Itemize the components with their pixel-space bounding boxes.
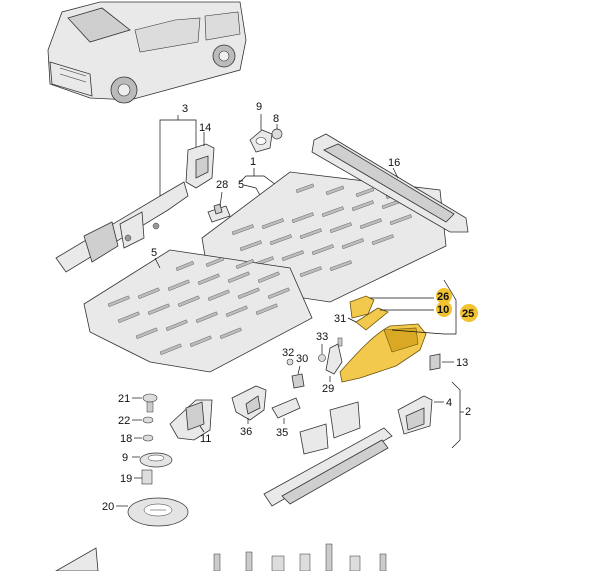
part-18: 18	[120, 433, 154, 445]
part-19: 19	[120, 469, 153, 485]
cross-member-left	[55, 181, 189, 273]
part-30: 30	[291, 353, 308, 389]
part-11: 11	[169, 399, 213, 445]
callout-9-top: 9	[256, 101, 262, 113]
callout-14: 14	[199, 122, 211, 134]
callout-5-front: 5	[151, 247, 157, 259]
part-36: 36	[231, 385, 267, 438]
callout-29: 29	[322, 383, 334, 395]
part-33: 33	[316, 331, 343, 362]
callout-3-group: 3	[159, 103, 197, 196]
callout-16: 16	[388, 157, 400, 169]
callout-8: 8	[273, 113, 279, 125]
part-32: 32	[282, 347, 294, 366]
part-20: 20	[102, 497, 189, 527]
callout-25-group: 26 10 25	[339, 279, 478, 383]
floor-panel-front: 5	[83, 247, 313, 373]
callout-36: 36	[240, 426, 252, 438]
callout-30: 30	[296, 353, 308, 365]
callout-25: 25	[462, 308, 474, 320]
callout-1-group: 1 5	[238, 156, 281, 207]
part-28: 28	[207, 179, 231, 223]
callout-2-4-group: 2 4	[434, 381, 471, 449]
callout-32: 32	[282, 347, 294, 359]
part-29: 29	[322, 343, 343, 395]
callout-26: 26	[437, 291, 449, 303]
callout-1: 1	[250, 156, 256, 168]
part-35: 35	[271, 397, 301, 439]
sill-bottom	[263, 395, 433, 507]
callout-28: 28	[216, 179, 228, 191]
part-9-top: 9	[249, 101, 273, 153]
floor-front-slots	[107, 256, 290, 356]
part-21: 21	[118, 393, 158, 413]
callout-20: 20	[102, 501, 114, 513]
callout-19: 19	[120, 473, 132, 485]
callout-31: 31	[334, 313, 346, 325]
callout-3: 3	[182, 103, 188, 115]
callout-22: 22	[118, 415, 130, 427]
part-9-bottom: 9	[122, 452, 173, 468]
callout-11: 11	[200, 433, 211, 445]
callout-4: 4	[446, 397, 452, 409]
callout-35: 35	[276, 427, 288, 439]
part-31: 31	[334, 313, 357, 325]
callout-10: 10	[437, 304, 449, 316]
part-14: 14	[185, 122, 215, 189]
callout-5-top: 5	[238, 179, 244, 191]
callout-18: 18	[120, 433, 132, 445]
callout-2: 2	[465, 406, 471, 418]
part-22: 22	[118, 415, 154, 427]
bottom-edge-parts	[55, 543, 387, 571]
part-16-sill: 16	[311, 133, 469, 233]
callout-9-bottom: 9	[122, 452, 128, 464]
callout-10-badge	[436, 301, 452, 317]
vehicle-illustration	[47, 1, 247, 104]
callout-25-badge	[460, 304, 478, 322]
callout-26-badge	[436, 288, 452, 304]
callout-33: 33	[316, 331, 328, 343]
part-8: 8	[271, 113, 283, 140]
part-13: 13	[429, 353, 468, 371]
callout-13: 13	[456, 357, 468, 369]
callout-21: 21	[118, 393, 130, 405]
